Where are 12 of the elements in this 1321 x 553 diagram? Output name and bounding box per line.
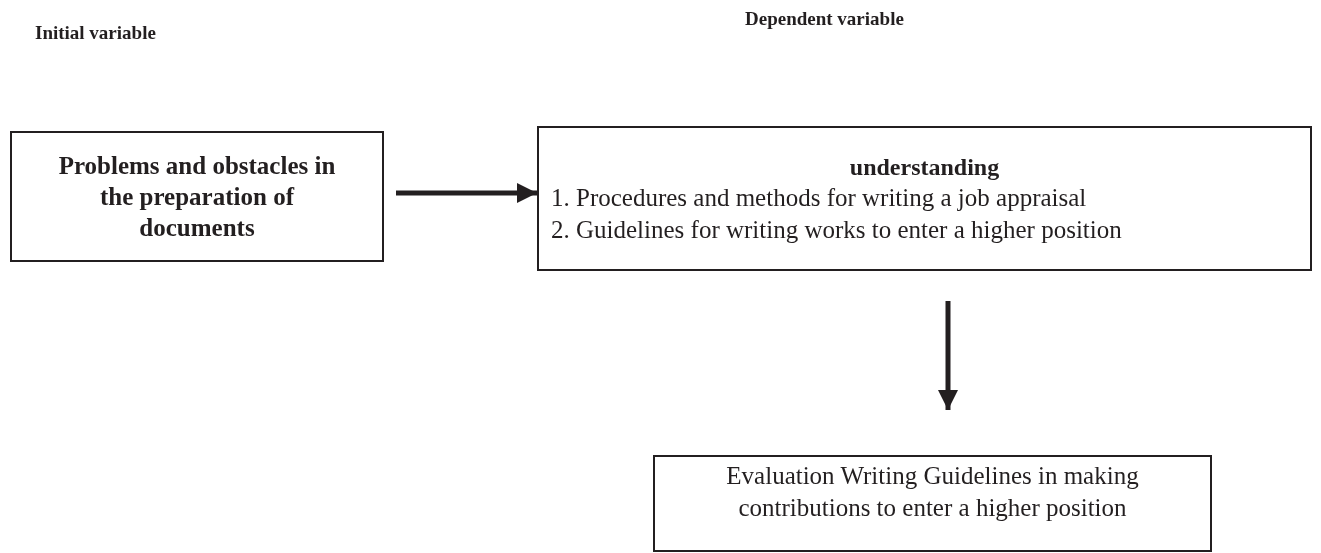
process-box: [10, 131, 384, 262]
axis-heading: Initial variable: [35, 22, 156, 44]
arrow: [938, 301, 958, 410]
arrow: [396, 183, 537, 203]
axis-heading: Dependent variable: [745, 8, 904, 30]
process-box: [537, 126, 1312, 271]
box-heading: understanding: [848, 153, 1001, 183]
process-box: [653, 455, 1212, 552]
box-text: Evaluation Writing Guidelines in making contributions to enter a higher position: [725, 461, 1140, 523]
list-item: 2. Guidelines for writing works to enter a higher position: [551, 214, 1123, 245]
box-text: Problems and obstacles in the preparation of documents: [57, 150, 337, 244]
list-item: 1. Procedures and methods for writing a job appraisal: [551, 183, 1088, 214]
